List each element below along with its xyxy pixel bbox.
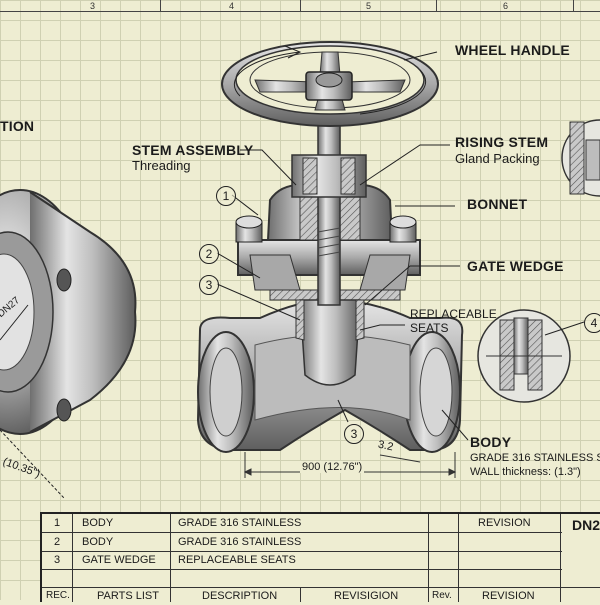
wheel-handle <box>221 41 439 127</box>
row-2-part: BODY <box>82 536 114 548</box>
row-3-rec: 3 <box>54 554 61 566</box>
row-1-rec: 1 <box>54 517 61 529</box>
header-rec: REC. <box>46 590 70 601</box>
callout-gate-wedge: GATE WEDGE <box>467 258 564 274</box>
callout-left-partial: TION <box>0 118 35 134</box>
callout-bonnet: BONNET <box>467 196 528 212</box>
flange-left-partial <box>0 189 137 499</box>
callout-wheel-handle: WHEEL HANDLE <box>455 42 570 58</box>
row-3-part: GATE WEDGE <box>82 554 156 566</box>
header-revision: REVISION <box>482 590 535 602</box>
bolt-right <box>389 215 417 243</box>
title-block: 1 BODY GRADE 316 STAINLESS REVISION 2 BO… <box>40 512 600 602</box>
row-1-description: GRADE 316 STAINLESS <box>178 517 302 529</box>
row-3-description: REPLACEABLE SEATS <box>178 554 296 566</box>
row-2-rec: 2 <box>54 536 61 548</box>
drawing-number: DN2 <box>572 517 600 533</box>
bolt-left <box>235 215 263 243</box>
header-revisigion: REVISIGION <box>334 590 399 602</box>
callout-wall-thickness: WALL thickness: (1.3") <box>470 466 581 478</box>
callout-stem-assembly: STEM ASSEMBLY <box>132 142 254 158</box>
header-parts-list: PARTS LIST <box>97 590 159 602</box>
border-tick <box>573 0 574 11</box>
detail-view-top <box>561 119 600 197</box>
callout-threading: Threading <box>132 158 191 173</box>
row-1-part: BODY <box>82 517 114 529</box>
row-1-revision: REVISION <box>478 517 531 529</box>
callout-gland-packing: Gland Packing <box>455 151 540 166</box>
callout-rising-stem: RISING STEM <box>455 134 549 150</box>
column-number: 3 <box>90 1 96 11</box>
balloon: 2 <box>199 244 219 264</box>
border-tick <box>300 0 301 11</box>
balloon: 1 <box>216 186 236 206</box>
border-tick <box>160 0 161 11</box>
gate-wedge <box>295 299 365 386</box>
header-description: DESCRIPTION <box>202 590 278 602</box>
balloon: 3 <box>199 275 219 295</box>
dimension-width: 900 (12.76") <box>300 461 365 473</box>
balloon: 4 <box>584 313 600 333</box>
callout-body-material: GRADE 316 STAINLESS ST <box>470 452 600 464</box>
column-number: 4 <box>229 1 235 11</box>
callout-replaceable-seats: REPLACEABLE SEATS <box>410 307 497 335</box>
row-2-description: GRADE 316 STAINLESS <box>178 536 302 548</box>
balloon: 3 <box>344 424 364 444</box>
leader-lines <box>216 51 585 441</box>
callout-body: BODY <box>470 434 512 450</box>
detail-view-seat <box>477 309 571 403</box>
column-number: 6 <box>503 1 509 11</box>
top-border <box>0 11 600 12</box>
rising-stem <box>291 109 367 306</box>
header-rev: Rev. <box>432 590 452 601</box>
border-tick <box>436 0 437 11</box>
column-number: 5 <box>366 1 372 11</box>
